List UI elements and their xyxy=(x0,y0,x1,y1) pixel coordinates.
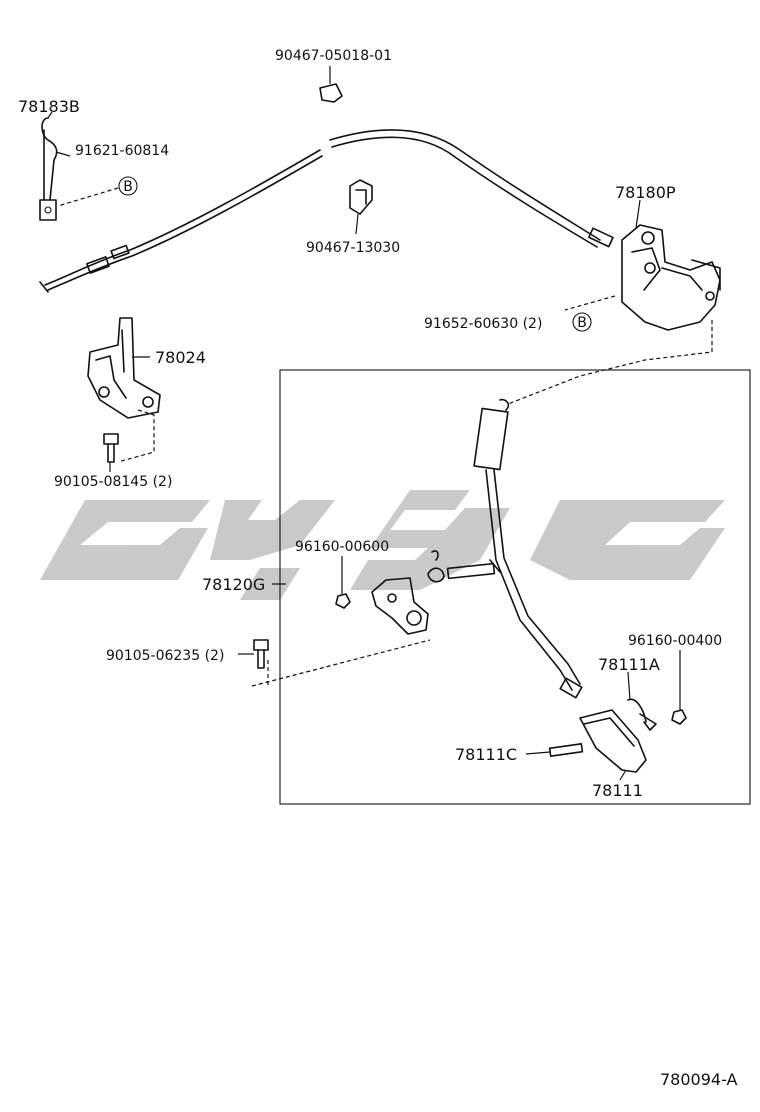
support-78120G xyxy=(371,577,429,635)
bracket-78180P xyxy=(621,224,721,331)
marker-b1-label: B xyxy=(123,179,133,195)
label-90467-13030: 90467-13030 xyxy=(306,240,400,256)
label-90467-05018-01: 90467-05018-01 xyxy=(275,48,392,64)
label-90105-06235: 90105-06235 (2) xyxy=(106,648,224,664)
clip-78183B xyxy=(39,117,58,221)
marker-b1: B xyxy=(118,176,138,196)
label-78024: 78024 xyxy=(155,348,206,367)
pin-78111C xyxy=(548,743,584,757)
label-78180P: 78180P xyxy=(615,183,676,202)
label-91652-60630: 91652-60630 (2) xyxy=(424,316,542,332)
label-78120G: 78120G xyxy=(202,575,265,594)
pivot-shaft xyxy=(446,559,501,580)
return-spring xyxy=(427,550,445,583)
label-96160-00600: 96160-00600 xyxy=(295,539,389,555)
label-91621-60814: 91621-60814 xyxy=(75,143,169,159)
label-78111A: 78111A xyxy=(598,655,660,674)
pedal-pad-78111 xyxy=(579,709,647,773)
pedal-arm xyxy=(473,398,583,699)
leader-lines xyxy=(47,66,681,781)
assembly-frame xyxy=(279,369,751,805)
grommet-90467-05018 xyxy=(319,83,343,103)
bolt-90105-06235 xyxy=(253,639,269,669)
bolt-90105-08145 xyxy=(103,433,119,463)
label-78111C: 78111C xyxy=(455,745,517,764)
frame-number: 780094-A xyxy=(660,1070,738,1089)
watermark-logo xyxy=(40,490,725,600)
label-78183B: 78183B xyxy=(18,97,80,116)
clamp-90467-13030 xyxy=(349,179,373,215)
spring-78111A xyxy=(627,698,657,731)
nut-96160-00400 xyxy=(671,709,687,725)
marker-b2-label: B xyxy=(577,315,587,331)
nut-96160-00600 xyxy=(335,593,351,609)
marker-b2: B xyxy=(572,312,592,332)
accelerator-cable xyxy=(39,129,614,293)
label-90105-08145: 90105-08145 (2) xyxy=(54,474,172,490)
label-96160-00400: 96160-00400 xyxy=(628,633,722,649)
label-78111: 78111 xyxy=(592,781,643,800)
bracket-78024 xyxy=(87,317,161,419)
guide-lines xyxy=(57,187,713,687)
